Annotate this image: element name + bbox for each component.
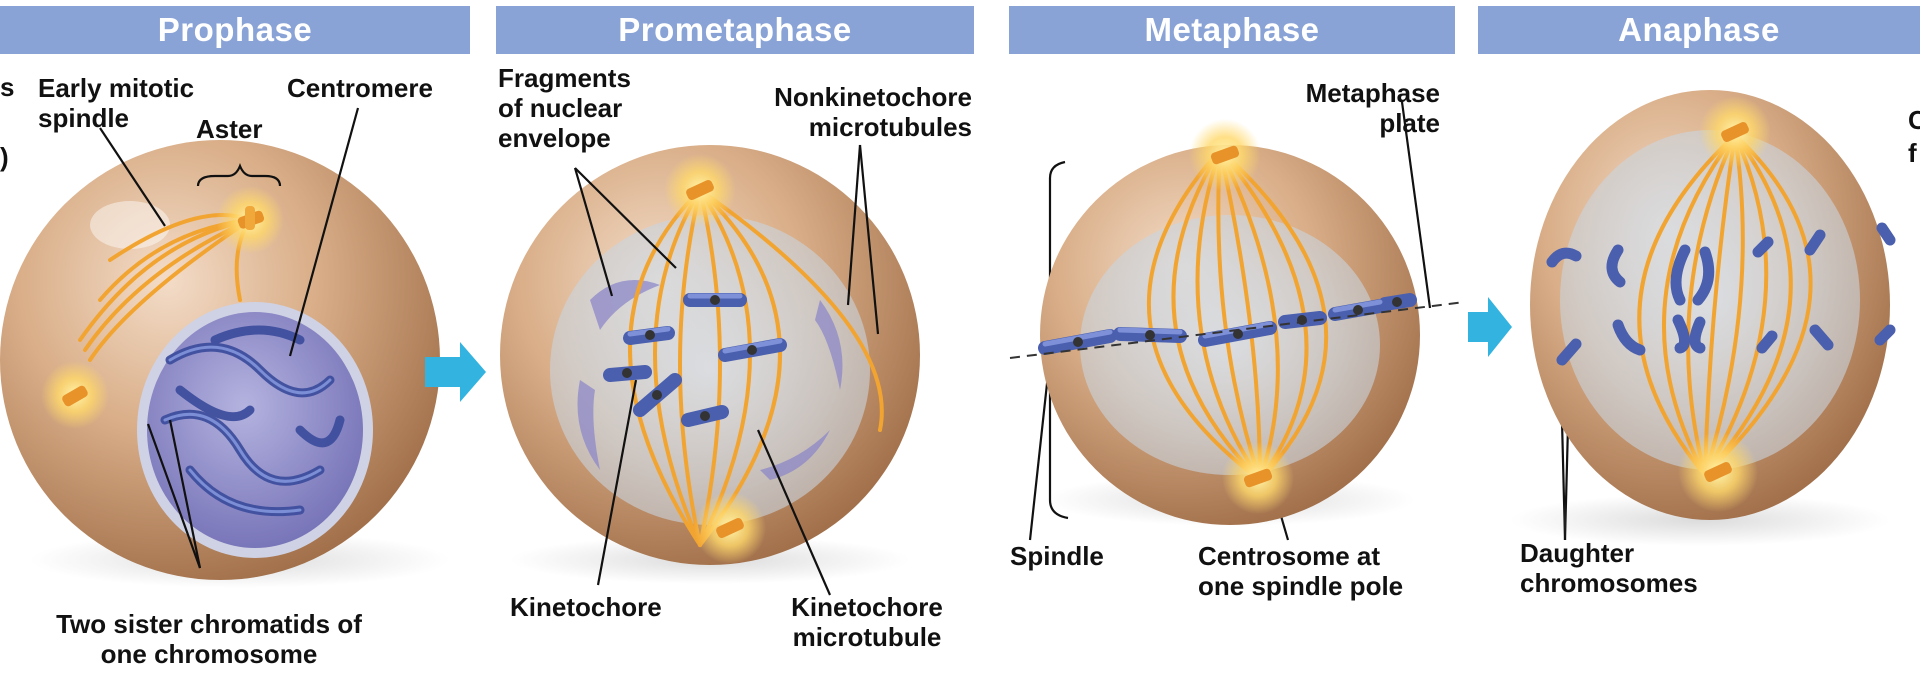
prophase-cell	[0, 140, 450, 588]
label-early-spindle: Early mitotic spindle	[38, 73, 194, 133]
header-anaphase: Anaphase	[1478, 6, 1920, 54]
label-kinetochore: Kinetochore	[510, 592, 662, 622]
label-aster: Aster	[196, 114, 262, 144]
label-kinetochore-mt: Kinetochore microtubule	[775, 592, 959, 652]
label-fragments: Fragments of nuclear envelope	[498, 63, 631, 153]
label-centromere: Centromere	[287, 73, 433, 103]
prometaphase-cell	[500, 145, 920, 584]
label-cut-right-2: f	[1908, 138, 1917, 168]
label-daughter: Daughter chromosomes	[1520, 538, 1698, 598]
header-metaphase: Metaphase	[1009, 6, 1455, 54]
header-prometaphase: Prometaphase	[496, 6, 974, 54]
label-sister-chromatids: Two sister chromatids of one chromosome	[22, 609, 396, 669]
label-cut-left-1: s	[0, 72, 14, 102]
label-spindle: Spindle	[1010, 541, 1104, 571]
label-cut-left-2: )	[0, 142, 9, 172]
arrow-icon	[1468, 297, 1512, 357]
label-cut-right-1: C	[1908, 105, 1920, 135]
header-prophase: Prophase	[0, 6, 470, 54]
metaphase-cell	[1010, 119, 1465, 526]
label-metaphase-plate: Metaphase plate	[1260, 78, 1440, 138]
label-nonkinetochore: Nonkinetochore microtubules	[720, 82, 972, 142]
label-centrosome: Centrosome at one spindle pole	[1198, 541, 1403, 601]
